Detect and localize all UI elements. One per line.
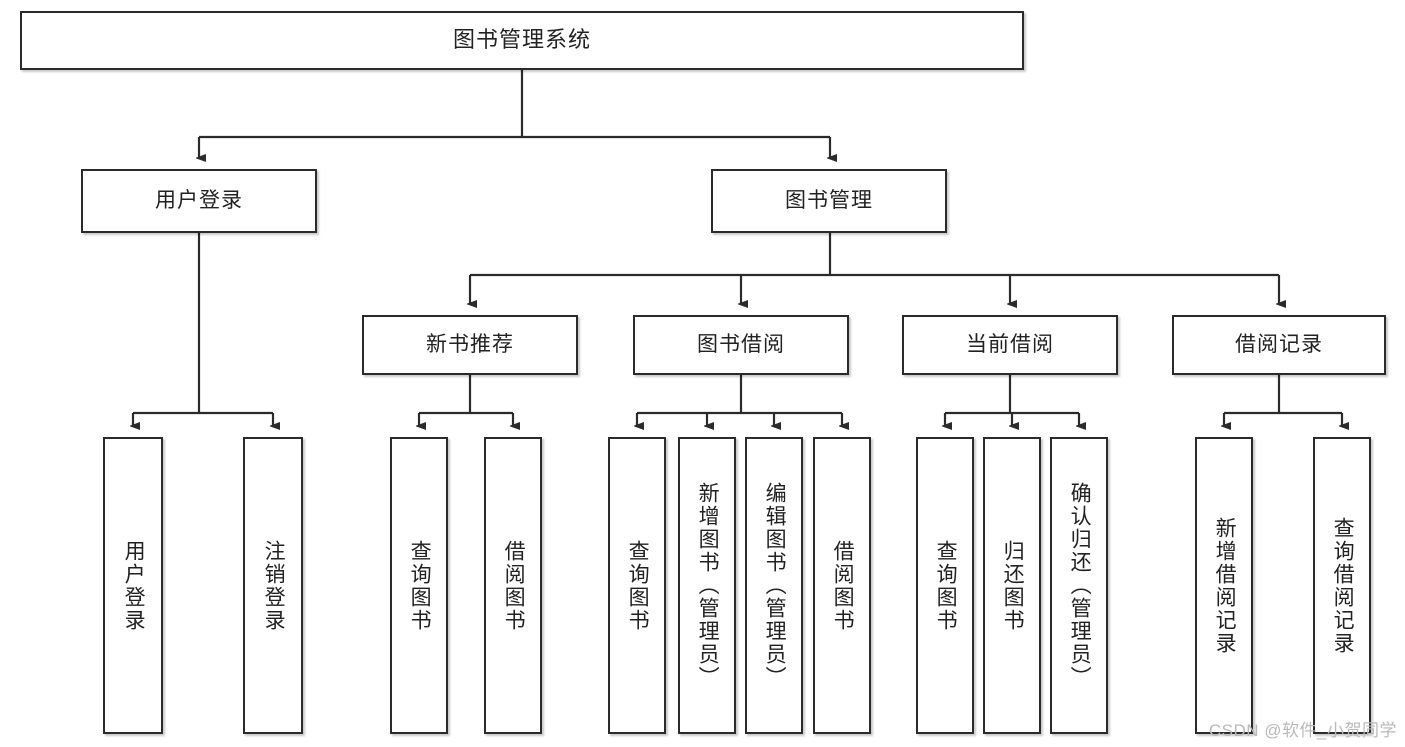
- leaf-borrow-record-query[interactable]: 查询借阅记录: [1313, 437, 1371, 734]
- node-label: 新增图书（管理员）: [696, 482, 720, 689]
- node-label: 新增借阅记录: [1213, 516, 1237, 655]
- leaf-user-login-logout[interactable]: 注销登录: [243, 437, 303, 734]
- node-label: 借阅记录: [1235, 333, 1323, 357]
- node-new-book-recommend[interactable]: 新书推荐: [362, 315, 578, 375]
- leaf-book-borrow-query[interactable]: 查询图书: [608, 437, 666, 734]
- node-current-borrow[interactable]: 当前借阅: [902, 315, 1118, 375]
- leaf-new-book-query[interactable]: 查询图书: [390, 437, 448, 734]
- node-label: 注销登录: [262, 539, 286, 632]
- node-label: 图书借阅: [697, 333, 785, 357]
- watermark-text: CSDN @软件_小贺同学: [1208, 721, 1397, 740]
- leaf-new-book-borrow[interactable]: 借阅图书: [484, 437, 542, 734]
- leaf-current-borrow-return[interactable]: 归还图书: [983, 437, 1041, 734]
- node-label: 查询借阅记录: [1331, 516, 1355, 655]
- node-label: 查询图书: [934, 539, 958, 632]
- node-label: 查询图书: [408, 539, 432, 632]
- node-label: 新书推荐: [426, 333, 514, 357]
- leaf-book-borrow-add[interactable]: 新增图书（管理员）: [678, 437, 736, 734]
- node-label: 当前借阅: [966, 333, 1054, 357]
- node-root-book-management-system[interactable]: 图书管理系统: [20, 11, 1024, 70]
- node-book-management[interactable]: 图书管理: [711, 169, 947, 233]
- leaf-borrow-record-add[interactable]: 新增借阅记录: [1195, 437, 1253, 734]
- leaf-book-borrow-edit[interactable]: 编辑图书（管理员）: [745, 437, 803, 734]
- node-user-login[interactable]: 用户登录: [81, 169, 317, 233]
- node-label: 确认归还（管理员）: [1068, 482, 1092, 689]
- node-label: 借阅图书: [831, 539, 855, 632]
- node-label: 图书管理: [785, 189, 873, 213]
- node-label: 查询图书: [626, 539, 650, 632]
- node-label: 归还图书: [1001, 539, 1025, 632]
- leaf-book-borrow-borrow[interactable]: 借阅图书: [813, 437, 871, 734]
- leaf-user-login-login[interactable]: 用户登录: [103, 437, 163, 734]
- node-label: 用户登录: [155, 189, 243, 213]
- node-borrow-record[interactable]: 借阅记录: [1172, 315, 1386, 375]
- node-label: 图书管理系统: [452, 27, 591, 53]
- node-book-borrow[interactable]: 图书借阅: [633, 315, 849, 375]
- leaf-current-borrow-confirm-return[interactable]: 确认归还（管理员）: [1050, 437, 1108, 734]
- node-label: 编辑图书（管理员）: [763, 482, 787, 689]
- node-label: 用户登录: [122, 539, 146, 632]
- leaf-current-borrow-query[interactable]: 查询图书: [916, 437, 974, 734]
- node-label: 借阅图书: [502, 539, 526, 632]
